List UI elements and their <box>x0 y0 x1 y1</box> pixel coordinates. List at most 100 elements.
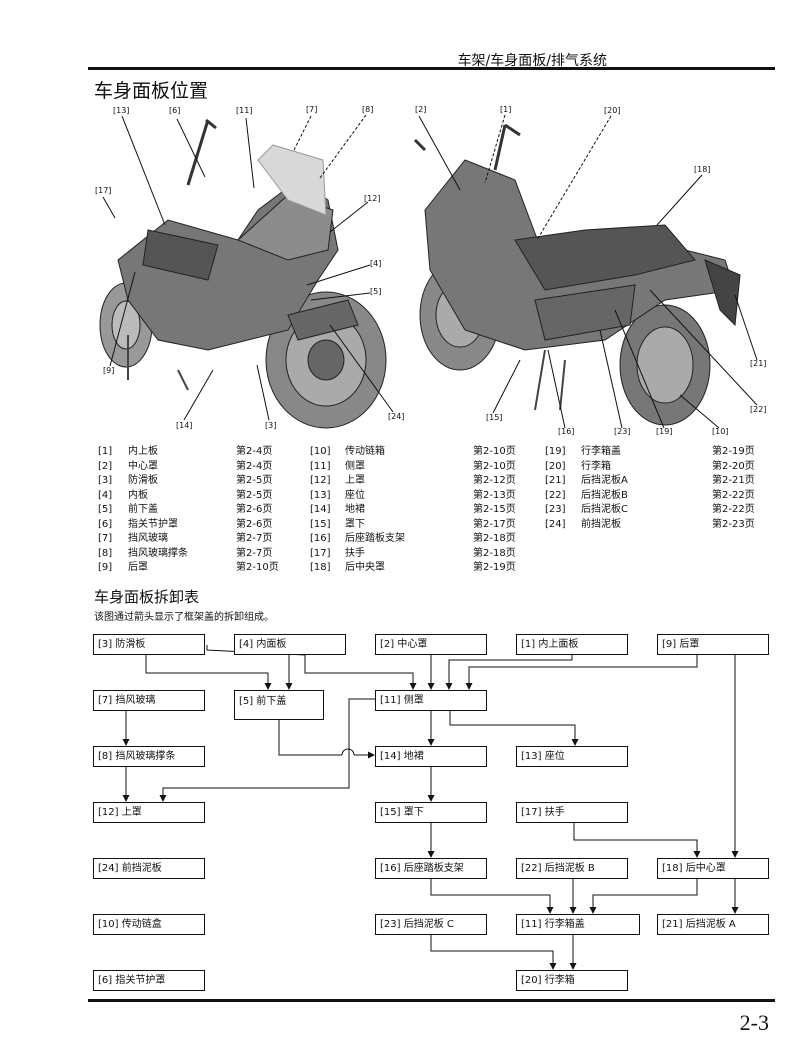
callout-8: [8] <box>362 105 374 114</box>
legend-row: [12]上罩第2-12页 <box>310 474 530 489</box>
legend-name: 内板 <box>128 489 148 501</box>
legend-page: 第2-18页 <box>473 533 516 544</box>
legend-name: 后挡泥板A <box>581 475 628 486</box>
section-title-removal-chart: 车身面板拆卸表 <box>94 588 200 606</box>
legend-num: [7] <box>98 533 113 544</box>
legend-row: [24]前挡泥板第2-23页 <box>545 518 765 533</box>
legend-page: 第2-17页 <box>473 518 516 530</box>
flow-box-inner-panel: [4] 内面板 <box>234 634 346 655</box>
legend-num: [10] <box>310 446 331 457</box>
legend-name: 挡风玻璃 <box>128 533 168 544</box>
legend-name: 前下盖 <box>128 504 158 515</box>
legend-num: [21] <box>545 475 566 486</box>
legend-row: [10]传动链箱第2-10页 <box>310 445 530 460</box>
callout-21: [21] <box>750 359 767 368</box>
callout-4: [4] <box>370 259 382 268</box>
callout-24: [24] <box>388 412 405 421</box>
callout-9: [9] <box>103 366 115 375</box>
legend-num: [14] <box>310 504 331 515</box>
legend-num: [22] <box>545 489 566 501</box>
legend-name: 后罩 <box>128 562 148 573</box>
legend-row: [6] 指关节护罩 第2-6页 <box>98 518 298 533</box>
callout-18: [18] <box>694 165 711 174</box>
callout-11: [11] <box>236 106 253 115</box>
legend-num: [15] <box>310 518 331 530</box>
legend-column-1: [1]内上板第2-4页 [2]中心罩第2-4页 [3]防滑板第2-5页 [4]内… <box>98 445 298 576</box>
section-title-locations: 车身面板位置 <box>94 80 209 102</box>
legend-page: 第2-4页 <box>236 446 273 457</box>
callout-5: [5] <box>370 287 382 296</box>
legend-page: 第2-4页 <box>236 460 273 472</box>
legend-page: 第2-7页 <box>236 533 273 544</box>
legend-page: 第2-5页 <box>236 475 273 486</box>
running-header: 车架/车身面板/排气系统 <box>457 53 607 69</box>
legend-row: [16]后座踏板支架第2-18页 <box>310 532 530 547</box>
legend-page: 第2-6页 <box>236 504 273 515</box>
callout-3: [3] <box>265 421 277 430</box>
legend-name: 中心罩 <box>128 460 158 472</box>
legend-row: [2] 中心罩 第2-4页 <box>98 460 298 475</box>
legend-name: 扶手 <box>345 547 365 559</box>
legend-row: [20]行李箱第2-20页 <box>545 460 765 475</box>
legend-name: 后座踏板支架 <box>345 533 405 544</box>
flow-box-windscreen-stay: [8] 挡风玻璃撑条 <box>93 746 205 767</box>
legend-page: 第2-10页 <box>236 562 279 573</box>
callout-17: [17] <box>95 186 112 195</box>
legend-name: 后中央罩 <box>345 562 385 573</box>
legend-page: 第2-13页 <box>473 489 516 501</box>
legend-row: [13]座位第2-13页 <box>310 489 530 504</box>
legend-page: 第2-15页 <box>473 504 516 515</box>
legend-row: [17]扶手第2-18页 <box>310 547 530 562</box>
legend-column-2: [10]传动链箱第2-10页 [11]侧罩第2-10页 [12]上罩第2-12页… <box>310 445 530 576</box>
callout-14: [14] <box>176 421 193 430</box>
flow-box-rear-fender-b: [22] 后挡泥板 B <box>516 858 628 879</box>
legend-num: [4] <box>98 489 113 501</box>
legend-num: [20] <box>545 460 566 472</box>
legend-page: 第2-12页 <box>473 475 516 486</box>
callout-leader-lines <box>102 114 758 429</box>
legend-num: [9] <box>98 562 113 573</box>
legend-num: [8] <box>98 547 113 559</box>
legend-row: [3] 防滑板 第2-5页 <box>98 474 298 489</box>
legend-name: 防滑板 <box>128 475 158 486</box>
legend-num: [5] <box>98 504 113 515</box>
callout-22: [22] <box>750 405 767 414</box>
flow-box-front-fender: [24] 前挡泥板 <box>93 858 205 879</box>
flow-box-seat: [13] 座位 <box>516 746 628 767</box>
motorcycle-front-left-illustration <box>99 118 387 429</box>
flow-box-knuckle-guard: [6] 指关节护罩 <box>93 970 205 991</box>
callout-15: [15] <box>486 413 503 422</box>
legend-page: 第2-5页 <box>236 489 273 501</box>
legend-page: 第2-6页 <box>236 518 273 530</box>
callout-12: [12] <box>364 194 381 203</box>
legend-num: [23] <box>545 504 566 515</box>
legend-page: 第2-10页 <box>473 460 516 472</box>
flow-box-grab-rail: [17] 扶手 <box>516 802 628 823</box>
legend-name: 挡风玻璃撑条 <box>128 547 188 559</box>
legend-row: [14]地裙第2-15页 <box>310 503 530 518</box>
legend-num: [3] <box>98 475 113 486</box>
legend-page: 第2-10页 <box>473 446 516 457</box>
footer-rule <box>88 999 775 1002</box>
callout-1: [1] <box>500 105 512 114</box>
flow-box-drive-chain-case: [10] 传动链盒 <box>93 914 205 935</box>
legend-page: 第2-19页 <box>712 446 755 457</box>
legend-name: 前挡泥板 <box>581 518 621 530</box>
callout-23: [23] <box>614 427 631 436</box>
legend-num: [6] <box>98 518 113 530</box>
legend-num: [18] <box>310 562 331 573</box>
legend-page: 第2-19页 <box>473 562 516 573</box>
legend-name: 指关节护罩 <box>128 518 178 530</box>
legend-row: [11]侧罩第2-10页 <box>310 460 530 475</box>
legend-num: [2] <box>98 460 113 472</box>
legend-num: [13] <box>310 489 331 501</box>
legend-name: 行李箱 <box>581 460 611 472</box>
legend-row: [19]行李箱盖第2-19页 <box>545 445 765 460</box>
legend-row: [9] 后罩 第2-10页 <box>98 561 298 576</box>
legend-name: 后挡泥板B <box>581 489 628 501</box>
legend-row: [4] 内板 第2-5页 <box>98 489 298 504</box>
